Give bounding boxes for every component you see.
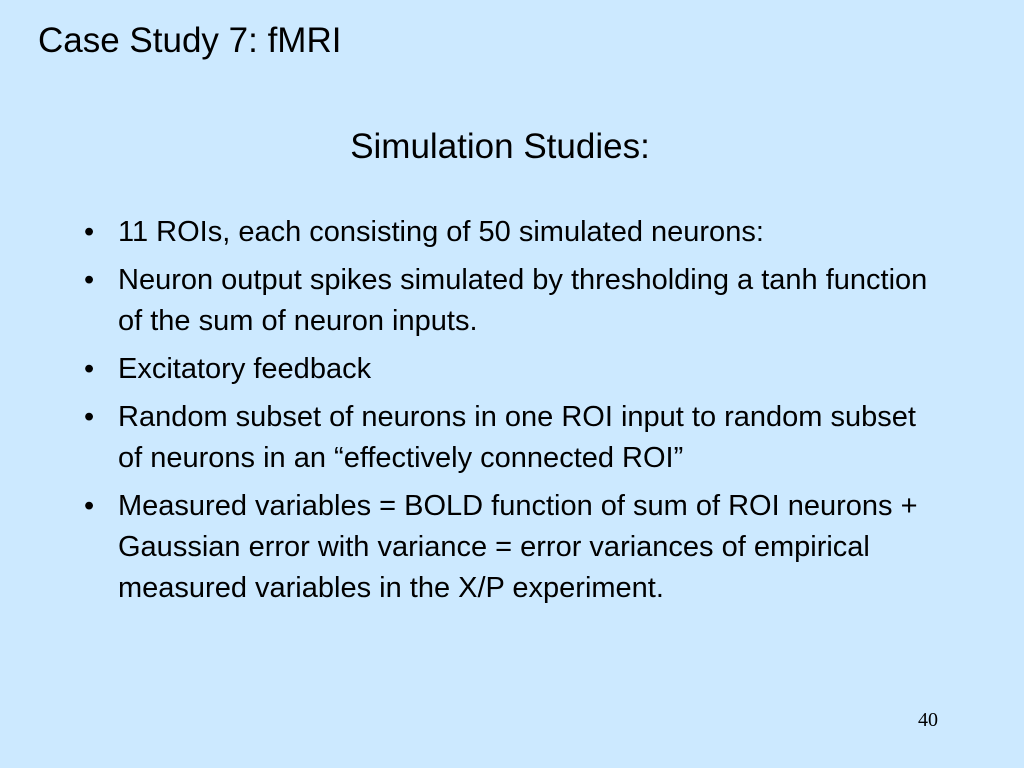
slide-title: Case Study 7: fMRI (38, 21, 342, 60)
bullet-text: Neuron output spikes simulated by thresh… (118, 264, 928, 337)
bullet-item: • 11 ROIs, each consisting of 50 simulat… (78, 212, 938, 253)
bullet-dot-icon: • (84, 353, 95, 385)
bullet-dot-icon: • (84, 264, 95, 296)
bullet-dot-icon: • (84, 401, 95, 433)
bullet-item: • Neuron output spikes simulated by thre… (78, 260, 938, 342)
bullet-text: Excitatory feedback (118, 353, 372, 385)
slide-subtitle: Simulation Studies: (350, 127, 650, 166)
bullet-item: • Excitatory feedback (78, 349, 938, 390)
bullet-item: • Random subset of neurons in one ROI in… (78, 397, 938, 479)
bullet-text: Random subset of neurons in one ROI inpu… (118, 401, 916, 474)
bullet-list: • 11 ROIs, each consisting of 50 simulat… (78, 212, 938, 616)
bullet-text: Measured variables = BOLD function of su… (118, 490, 918, 604)
bullet-text: 11 ROIs, each consisting of 50 simulated… (118, 216, 764, 248)
bullet-dot-icon: • (84, 490, 95, 522)
bullet-dot-icon: • (84, 216, 95, 248)
page-number: 40 (918, 709, 938, 731)
bullet-item: • Measured variables = BOLD function of … (78, 486, 938, 609)
